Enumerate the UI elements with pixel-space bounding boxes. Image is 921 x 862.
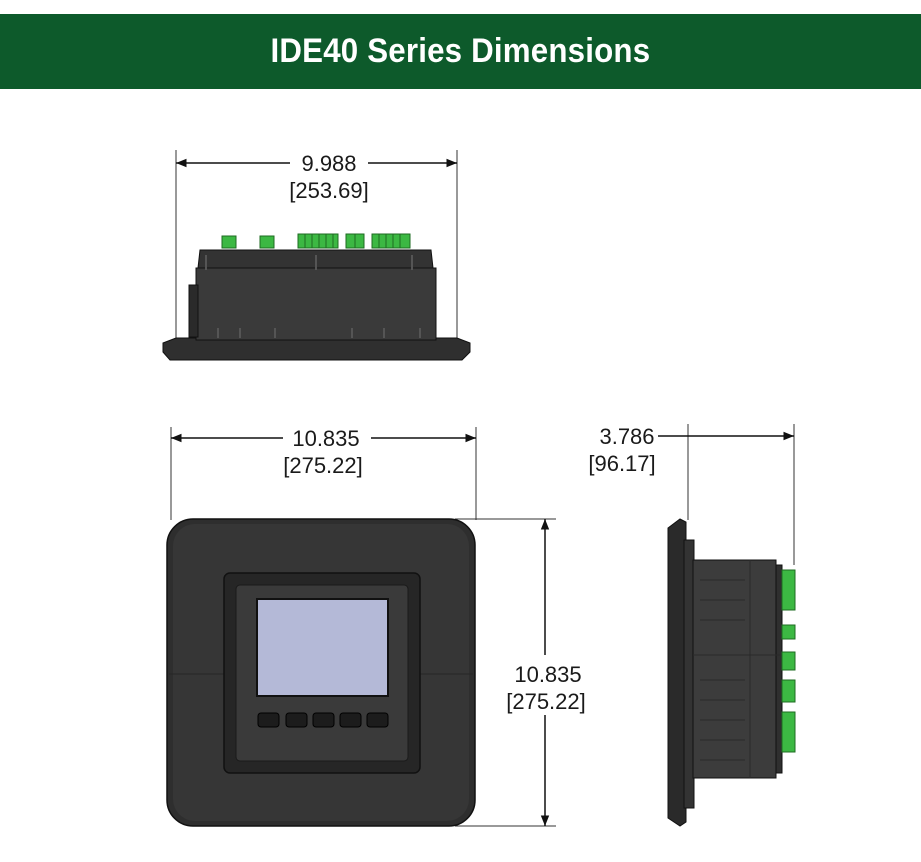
page-title: IDE40 Series Dimensions (270, 32, 651, 70)
top-connectors (221, 233, 411, 249)
front-view: 10.835 [275.22] 10.835 [275.22] (166, 426, 586, 827)
front-height-mm: [275.22] (506, 689, 586, 714)
top-bezel (162, 337, 471, 361)
title-banner: IDE40 Series Dimensions (0, 14, 921, 89)
top-housing (195, 267, 437, 341)
side-depth-mm: [96.17] (588, 451, 655, 476)
keypad-button-2 (285, 712, 308, 728)
top-view: 9.988 [253.69] (162, 150, 471, 361)
top-strip (0, 0, 921, 14)
keypad-button-3 (312, 712, 335, 728)
keypad-button-5 (366, 712, 389, 728)
top-width-in: 9.988 (301, 151, 356, 176)
side-connectors (781, 569, 796, 753)
lcd-screen (256, 598, 389, 697)
side-depth-in: 3.786 (599, 424, 654, 449)
front-height-in: 10.835 (514, 662, 581, 687)
top-width-mm: [253.69] (289, 178, 369, 203)
side-view: 3.786 [96.17] (588, 424, 796, 827)
side-housing (692, 559, 777, 779)
front-buttons (257, 712, 389, 728)
keypad-button-4 (339, 712, 362, 728)
side-bezel (667, 518, 687, 827)
front-width-in: 10.835 (292, 426, 359, 451)
keypad-button-1 (257, 712, 280, 728)
front-width-mm: [275.22] (283, 453, 363, 478)
